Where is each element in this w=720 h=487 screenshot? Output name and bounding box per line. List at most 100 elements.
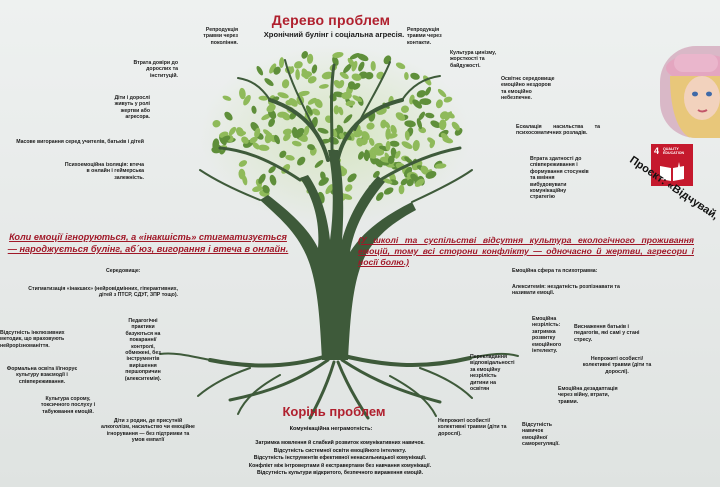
leaf xyxy=(283,133,291,142)
leaf xyxy=(347,57,355,67)
sdg-caption: QUALITY EDUCATION xyxy=(663,147,685,155)
leaf xyxy=(425,112,435,119)
leaf xyxy=(343,63,352,73)
leaf xyxy=(306,53,314,64)
leaf xyxy=(262,129,272,137)
root xyxy=(197,367,251,397)
root-note-no-inclusion: Відсутність інклюзивних методик, що врах… xyxy=(0,330,65,349)
leaf xyxy=(294,61,303,69)
page-title: Дерево проблем xyxy=(271,12,391,28)
leaf xyxy=(339,72,349,79)
root xyxy=(419,367,473,399)
leaf xyxy=(375,192,384,201)
tree-trunk xyxy=(260,150,416,360)
root xyxy=(338,353,472,368)
leaf xyxy=(303,125,310,136)
leaf xyxy=(242,175,248,186)
root xyxy=(237,374,281,415)
leaf xyxy=(314,159,324,168)
leaf xyxy=(412,139,420,152)
branch xyxy=(218,146,302,182)
leaf xyxy=(366,122,375,130)
crown-note-lost-empathy: Втрата здатності до співпереживання і фо… xyxy=(530,156,589,201)
leaf xyxy=(385,140,391,151)
root xyxy=(389,375,437,417)
leaf xyxy=(262,185,270,194)
book-icon xyxy=(660,162,684,181)
branch xyxy=(199,169,261,201)
leaf xyxy=(410,72,420,80)
leaf xyxy=(281,112,291,121)
leaf xyxy=(404,120,416,128)
leaf xyxy=(297,156,306,166)
leaf xyxy=(395,150,401,159)
roots-title: Корінь проблем xyxy=(282,404,386,419)
leaf xyxy=(404,130,410,141)
leaf xyxy=(347,173,357,183)
leaf xyxy=(228,126,237,136)
leaf xyxy=(288,98,298,107)
root-note-punitive-pedagogy: Педагогічні практики базуються на покара… xyxy=(124,318,162,382)
branch xyxy=(401,75,441,101)
leaf xyxy=(325,184,334,195)
leaf xyxy=(382,178,393,184)
leaf xyxy=(338,106,344,116)
leaf xyxy=(269,174,277,186)
leaf xyxy=(345,100,356,107)
leaf xyxy=(344,184,353,192)
leaf xyxy=(390,124,397,135)
root-note-unlived-trauma-1: Непрожиті особисті/колективні травми (ді… xyxy=(582,356,652,375)
leaf xyxy=(333,79,342,89)
leaf xyxy=(333,105,340,115)
leaf xyxy=(404,72,409,80)
leaf xyxy=(395,112,406,121)
leaf xyxy=(412,99,423,109)
leaf xyxy=(400,178,408,186)
leaf xyxy=(285,154,295,161)
leaf xyxy=(395,62,406,70)
leaf xyxy=(424,86,432,96)
crown-note-burnout: Масове вигорання серед учителів, батьків… xyxy=(16,139,144,145)
branch xyxy=(268,98,330,162)
branch xyxy=(411,169,473,203)
branch xyxy=(330,63,336,152)
leaf xyxy=(434,163,447,169)
branch xyxy=(284,59,316,131)
leaf xyxy=(307,76,317,84)
leaf xyxy=(347,81,356,90)
leaf xyxy=(318,84,329,89)
crown-note-contact-trauma: Репродукція травми через контакти. xyxy=(407,27,442,46)
leaf xyxy=(314,98,323,108)
root xyxy=(308,360,336,420)
crown-note-generational-trauma: Репродукція травми через покоління. xyxy=(203,27,238,46)
leaf xyxy=(282,128,293,136)
leaf xyxy=(369,146,378,153)
leaf xyxy=(442,137,454,144)
leaf xyxy=(294,127,305,139)
list-item: Відсутність системної освіти емоційного … xyxy=(273,447,407,454)
leaf xyxy=(224,111,233,121)
tree-branches xyxy=(199,59,473,203)
leaf xyxy=(385,133,398,139)
root xyxy=(340,358,442,404)
leaf xyxy=(266,103,276,113)
branch xyxy=(378,146,462,182)
leaf xyxy=(423,75,432,86)
leaf xyxy=(416,90,426,98)
leaf xyxy=(389,140,400,147)
root xyxy=(208,353,332,368)
crown-note-violence-escalation: Ескалація насильства та психосоматичних … xyxy=(516,124,600,137)
tree-roots xyxy=(159,352,519,420)
leaf xyxy=(380,119,387,129)
root-note-environment: Середовище: xyxy=(106,268,141,274)
page-subtitle: Хронічний булінг і соціальна агресія. xyxy=(263,30,405,39)
root xyxy=(336,360,370,420)
branch xyxy=(354,61,391,131)
leaf xyxy=(414,178,425,187)
leaf xyxy=(351,73,362,81)
list-item: Затримка мовлення й слабкий розвиток ком… xyxy=(255,440,425,446)
sdg-badge: 4 QUALITY EDUCATION xyxy=(651,144,693,186)
leaf xyxy=(268,165,276,174)
leaf xyxy=(425,170,437,179)
root-note-self-regulation: Відсутність навичок емоційної саморегуля… xyxy=(522,422,560,448)
